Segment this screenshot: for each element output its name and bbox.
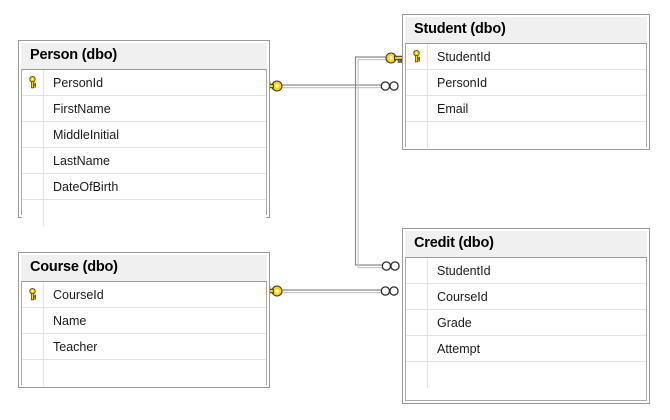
field-row-empty[interactable] [406, 122, 646, 148]
field-row[interactable]: Teacher [22, 334, 266, 360]
relationship-person-student[interactable] [264, 80, 399, 92]
field-name: PersonId [437, 75, 488, 90]
field-row[interactable]: MiddleInitial [22, 122, 266, 148]
field-key-gutter [22, 308, 44, 333]
field-key-gutter [22, 70, 44, 95]
primary-key-icon [413, 50, 420, 63]
primary-key-icon [29, 288, 36, 301]
field-name: PersonId [53, 75, 104, 90]
field-row[interactable]: CourseId [22, 282, 266, 308]
field-row[interactable]: Email [406, 96, 646, 122]
field-key-gutter [406, 258, 428, 283]
field-key-gutter [22, 122, 44, 147]
field-name: FirstName [53, 101, 111, 116]
field-key-gutter [406, 310, 428, 335]
field-key-gutter [22, 334, 44, 359]
field-name: StudentId [437, 49, 491, 64]
field-name: DateOfBirth [53, 179, 119, 194]
field-row[interactable]: Attempt [406, 336, 646, 362]
field-row[interactable]: Name [22, 308, 266, 334]
field-row-empty[interactable] [406, 362, 646, 388]
field-row[interactable]: LastName [22, 148, 266, 174]
field-key-gutter [22, 360, 44, 386]
field-key-gutter [22, 174, 44, 199]
key-endpoint-student-studentid [385, 52, 404, 64]
field-name: Grade [437, 315, 472, 330]
field-key-gutter [406, 336, 428, 361]
field-name: CourseId [437, 289, 488, 304]
table-title-credit: Credit (dbo) [405, 231, 647, 257]
field-key-gutter [22, 282, 44, 307]
field-row[interactable]: PersonId [22, 70, 266, 96]
many-endpoint-credit-studentid [381, 261, 400, 271]
relationship-student-credit[interactable] [354, 52, 404, 271]
field-key-gutter [406, 96, 428, 121]
field-key-gutter [22, 96, 44, 121]
field-key-gutter [406, 284, 428, 309]
field-name: LastName [53, 153, 110, 168]
field-key-gutter [22, 200, 44, 226]
field-name: MiddleInitial [53, 127, 120, 142]
field-name: CourseId [53, 287, 104, 302]
field-row[interactable]: StudentId [406, 44, 646, 70]
field-row[interactable]: Grade [406, 310, 646, 336]
field-key-gutter [406, 70, 428, 95]
table-title-student: Student (dbo) [405, 17, 647, 43]
field-row-empty[interactable] [22, 360, 266, 386]
field-row[interactable]: StudentId [406, 258, 646, 284]
field-name: Teacher [53, 339, 98, 354]
field-row[interactable]: PersonId [406, 70, 646, 96]
primary-key-icon [29, 76, 36, 89]
field-row[interactable]: DateOfBirth [22, 174, 266, 200]
many-endpoint-student-personid [380, 81, 399, 91]
relationship-course-credit[interactable] [264, 285, 399, 297]
field-row[interactable]: CourseId [406, 284, 646, 310]
field-key-gutter [406, 44, 428, 69]
field-name: StudentId [437, 263, 491, 278]
field-row-empty[interactable] [22, 200, 266, 226]
many-endpoint-credit-courseid [380, 286, 399, 296]
field-key-gutter [406, 122, 428, 148]
field-name: Name [53, 313, 87, 328]
field-key-gutter [22, 148, 44, 173]
table-title-course: Course (dbo) [21, 255, 267, 281]
field-key-gutter [406, 362, 428, 388]
field-name: Attempt [437, 341, 481, 356]
field-row[interactable]: FirstName [22, 96, 266, 122]
table-title-person: Person (dbo) [21, 43, 267, 69]
field-name: Email [437, 101, 469, 116]
